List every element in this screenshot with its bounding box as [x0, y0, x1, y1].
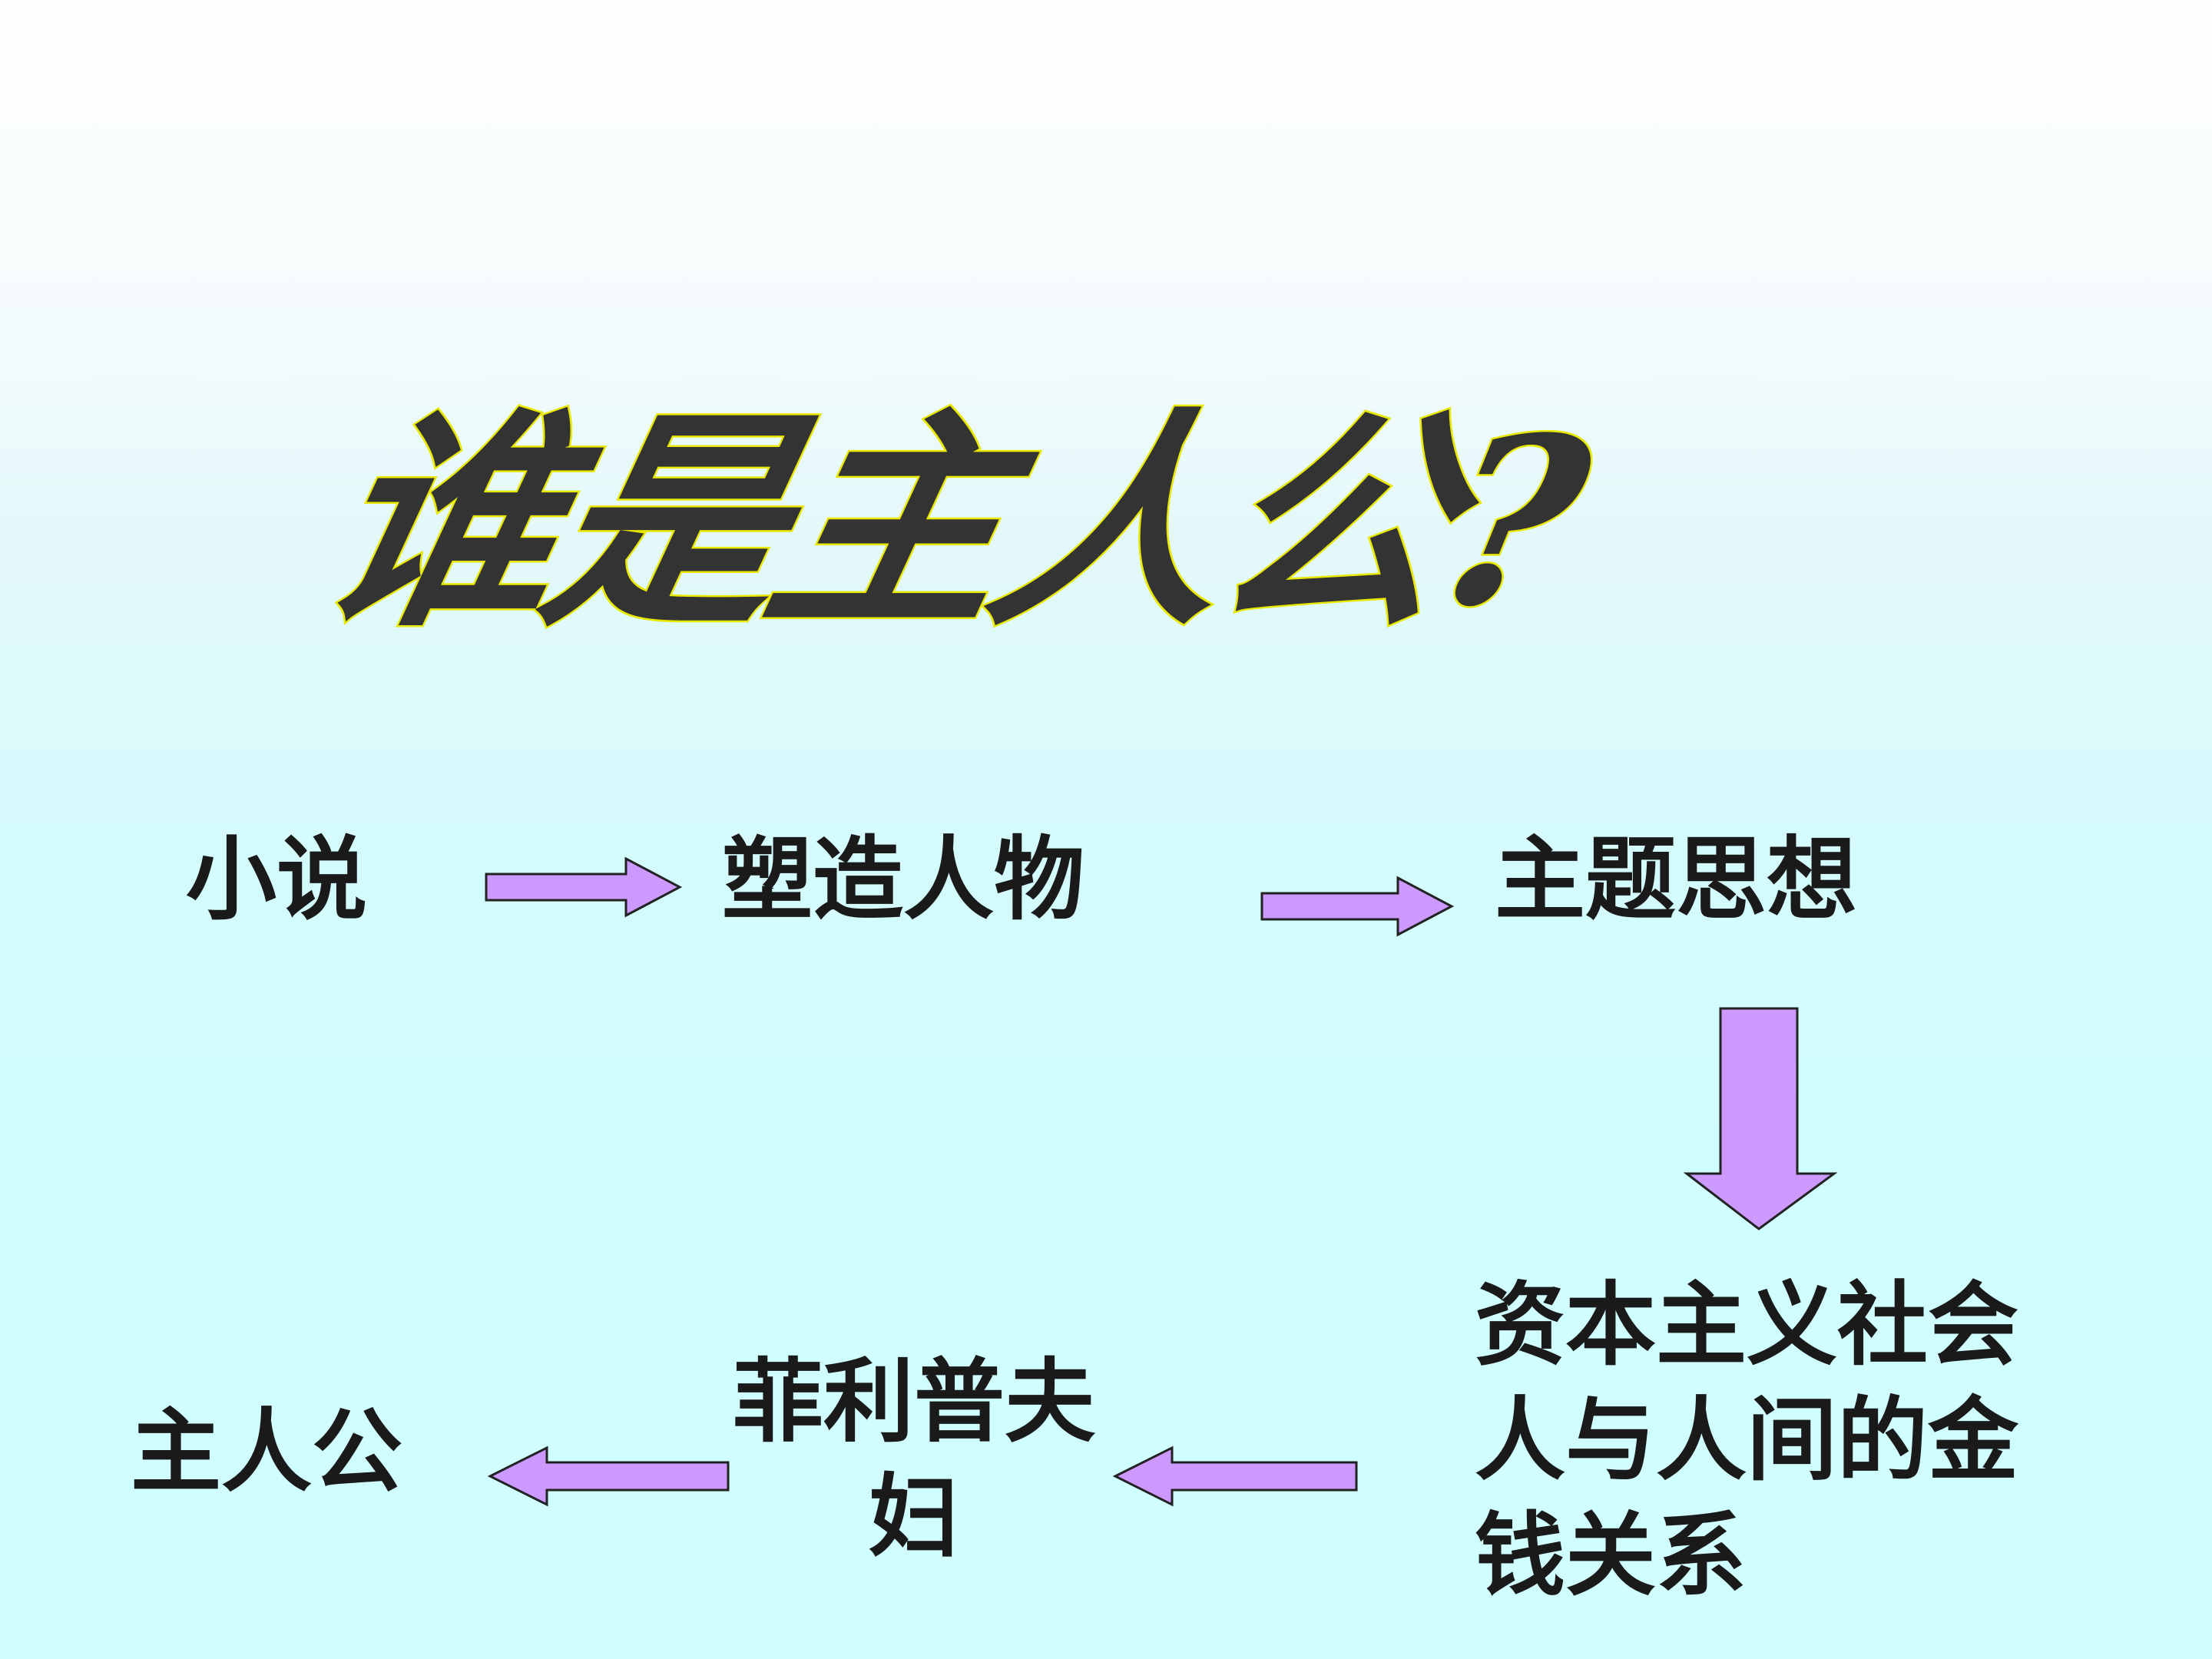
node-couple: 菲利普夫妇: [732, 1348, 1095, 1570]
page-title: 谁是主人公?: [300, 385, 1603, 660]
arrow-down: [1683, 1007, 1838, 1230]
arrow-right-2: [1260, 876, 1455, 937]
arrow-left-1: [1112, 1445, 1358, 1507]
arrow-right-1: [485, 856, 683, 918]
node-society: 资本主义社会人与人间的金钱关系: [1475, 1271, 2019, 1608]
node-novel: 小说: [186, 826, 368, 932]
node-theme: 主题思想: [1495, 826, 1858, 932]
arrow-left-2: [487, 1445, 730, 1507]
node-shape-characters: 塑造人物: [722, 826, 1085, 932]
node-protagonist: 主人公: [131, 1398, 403, 1505]
